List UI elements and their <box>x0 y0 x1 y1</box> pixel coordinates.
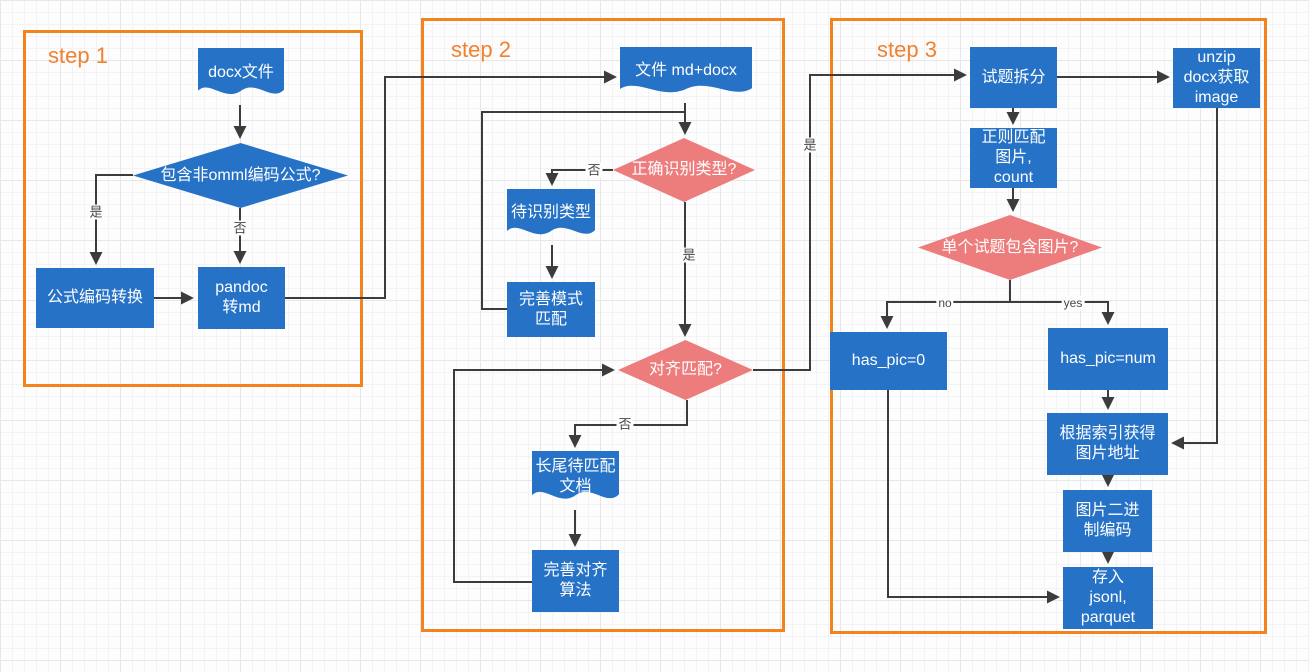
document-shape <box>620 47 752 93</box>
step2-label: step 2 <box>451 37 511 62</box>
edge-pattern-loop-back <box>481 111 684 310</box>
node-split-questions: 试题拆分 <box>970 47 1057 108</box>
edge-align-yes-to-split <box>753 68 967 371</box>
edge-pic-yes-to-haspicnum <box>1010 301 1115 325</box>
step3-label: step 3 <box>877 37 937 62</box>
document-shape <box>198 48 284 95</box>
node-label: 文件 md+docx <box>635 62 737 79</box>
node-label: 正则匹配 图片, count <box>981 129 1046 186</box>
node-docx-file: docx文件 <box>198 48 284 105</box>
node-label: 公式编码转换 <box>46 289 143 306</box>
node-label: 正确识别类型? <box>631 161 737 178</box>
node-label: has_pic=0 <box>851 352 926 369</box>
edge-label-omml-yes: 是 <box>87 204 105 220</box>
step3-frame: step 3 <box>830 18 1267 634</box>
node-pandoc-md: pandoc 转md <box>198 267 285 329</box>
node-label: 单个试题包含图片? <box>941 238 1079 256</box>
step2-frame: step 2 <box>421 18 785 632</box>
node-pending-type: 待识别类型 <box>507 189 595 245</box>
node-unzip-docx: unzip docx获取 image <box>1173 48 1260 108</box>
edge-improvealign-loop-to-align <box>453 363 615 583</box>
edge-type-no-to-pending <box>545 169 613 186</box>
node-has-pic-num: has_pic=num <box>1048 328 1168 390</box>
edge-pandoc-to-filemd <box>285 70 617 299</box>
node-longtail-doc: 长尾待匹配 文档 <box>532 451 619 510</box>
edge-label-pic-no: no <box>936 296 954 310</box>
node-improve-pattern: 完善模式 匹配 <box>507 282 595 337</box>
edge-label-omml-no: 否 <box>231 220 249 236</box>
node-label: pandoc 转md <box>215 279 268 316</box>
node-label: docx文件 <box>208 63 274 81</box>
node-improve-align: 完善对齐 算法 <box>532 550 619 612</box>
node-label: 对齐匹配? <box>649 361 722 378</box>
node-binary-encode: 图片二进 制编码 <box>1063 490 1152 552</box>
node-save-jsonl: 存入 jsonl, parquet <box>1063 567 1153 629</box>
document-shape <box>507 189 595 235</box>
node-label: 图片二进 制编码 <box>1075 502 1140 539</box>
step1-frame: step 1 <box>23 30 363 387</box>
node-label: 长尾待匹配 文档 <box>535 457 616 495</box>
edge-label-pic-yes: yes <box>1061 296 1085 310</box>
edge-omml-yes-to-formula <box>89 174 133 265</box>
edge-label-align-no: 否 <box>616 416 634 432</box>
edge-label-type-no: 否 <box>585 162 603 178</box>
edge-pic-no-to-haspic0 <box>880 301 1010 329</box>
node-has-pic-0: has_pic=0 <box>830 332 947 390</box>
edge-unzip-to-index <box>1171 108 1218 450</box>
node-label: 待识别类型 <box>510 204 591 221</box>
edge-label-align-yes: 是 <box>801 137 819 153</box>
node-label: has_pic=num <box>1060 350 1156 367</box>
node-label: 完善对齐 算法 <box>543 562 608 599</box>
node-regex-count: 正则匹配 图片, count <box>970 128 1057 188</box>
node-label: 完善模式 匹配 <box>518 290 583 328</box>
edge-label-type-yes: 是 <box>680 247 698 263</box>
step1-label: step 1 <box>48 43 108 68</box>
document-shape <box>532 451 619 499</box>
node-file-md-docx: 文件 md+docx <box>620 47 752 103</box>
node-label: 试题拆分 <box>981 68 1046 86</box>
node-formula-convert: 公式编码转换 <box>36 268 154 328</box>
node-label: 包含非omml编码公式? <box>160 166 321 184</box>
node-index-address: 根据索引获得 图片地址 <box>1047 413 1168 475</box>
node-label: 根据索引获得 图片地址 <box>1059 425 1156 462</box>
node-label: unzip docx获取 image <box>1183 49 1250 106</box>
node-label: 存入 jsonl, parquet <box>1080 569 1136 626</box>
edge-haspic0-to-save <box>887 390 1060 604</box>
